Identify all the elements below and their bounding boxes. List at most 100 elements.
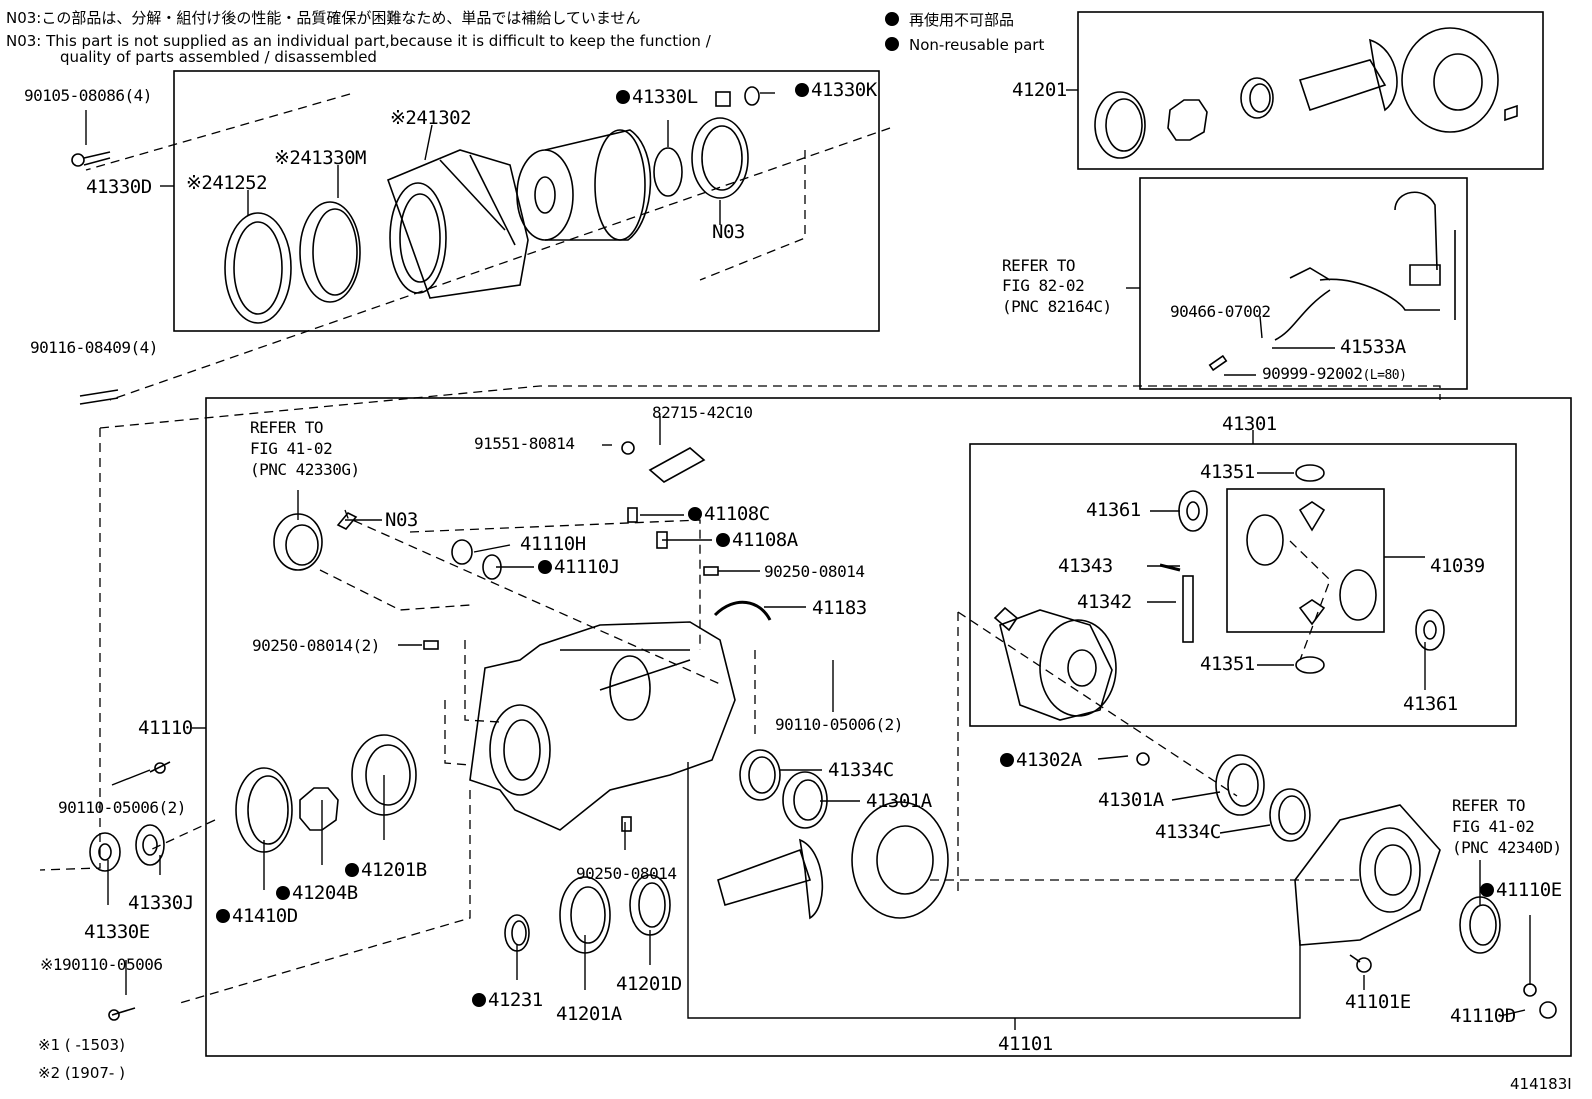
label-41330J: 41330J	[128, 892, 194, 914]
label-41101: 41101	[998, 1033, 1053, 1055]
label-41330D: 41330D	[86, 176, 152, 198]
part-rear-cover	[1294, 804, 1441, 946]
non-reusable-dot-icon	[1000, 753, 1014, 767]
part-41231	[504, 914, 530, 952]
part-41110E	[1459, 896, 1501, 954]
part-41183	[713, 600, 772, 621]
part-41201D	[629, 874, 671, 936]
part-valve	[715, 91, 731, 107]
label-41201A: 41201A	[556, 1003, 622, 1025]
part-housing-drum	[516, 129, 652, 241]
label-90110-a: 90110-05006(2)	[775, 715, 903, 734]
part-41201B	[351, 734, 417, 816]
part-41039-gears	[1246, 501, 1377, 626]
non-reusable-dot-icon	[795, 83, 809, 97]
label-41330K: 41330K	[795, 80, 877, 100]
non-reusable-dot-icon	[616, 90, 630, 104]
label-41201D: 41201D	[616, 973, 682, 995]
part-41361a	[1178, 490, 1208, 532]
part-41342	[1182, 575, 1194, 643]
label-82715: 82715-42C10	[652, 403, 753, 422]
label-41183: 41183	[812, 597, 867, 619]
label-N03b: N03	[385, 509, 418, 531]
label-41101E: 41101E	[1345, 991, 1411, 1013]
non-reusable-dot-icon	[538, 560, 552, 574]
label-N03a: N03	[712, 221, 745, 243]
part-41201A	[559, 876, 611, 954]
part-82715	[621, 441, 706, 483]
non-reusable-dot-icon	[688, 507, 702, 521]
part-90110-bolt-c	[108, 1007, 136, 1021]
frame-breather	[1139, 177, 1468, 390]
part-plugs	[423, 507, 719, 832]
frame-41301	[969, 443, 1517, 727]
frame-main-housing	[205, 397, 1572, 1057]
part-41361b	[1415, 609, 1445, 651]
label-41351-a: 41351	[1200, 461, 1255, 483]
non-reusable-dot-icon	[472, 993, 486, 1007]
part-41330K	[744, 86, 760, 106]
refer-41b-line1: REFER TO	[1452, 796, 1526, 815]
part-41330J	[135, 824, 165, 866]
label-90116: 90116-08409(4)	[30, 338, 158, 357]
part-41110D	[1523, 983, 1557, 1019]
part-diff-case	[993, 606, 1117, 721]
label-41334C-a: 41334C	[828, 759, 894, 781]
label-41110D: 41110D	[1450, 1005, 1516, 1027]
refer-41b-line2: FIG 41-02	[1452, 817, 1535, 836]
part-41330D-bolt	[71, 151, 111, 167]
part-N03-seal	[691, 117, 749, 199]
label-41201B: 41201B	[345, 860, 427, 880]
refer-82-line3: (PNC 82164C)	[1002, 297, 1112, 316]
label-41039: 41039	[1430, 555, 1485, 577]
label-41108C: 41108C	[688, 504, 770, 524]
part-41302A	[1136, 752, 1150, 766]
label-41110: 41110	[138, 717, 193, 739]
part-41351a	[1295, 464, 1325, 482]
label-41330L: 41330L	[616, 87, 698, 107]
part-41101E-bolt	[1349, 954, 1372, 973]
part-41301A-b	[1215, 754, 1265, 816]
label-41110J: 41110J	[538, 557, 620, 577]
figure-id: 414183I	[1510, 1075, 1572, 1093]
part-41302	[386, 149, 529, 299]
label-41110E: 41110E	[1480, 880, 1562, 900]
label-90110-c: ※190110-05006	[40, 955, 163, 974]
part-90116-stud	[79, 389, 119, 405]
part-ring-gear	[851, 801, 949, 919]
legend-en: Non-reusable part	[885, 37, 1044, 54]
non-reusable-dot-icon	[716, 533, 730, 547]
label-90466: 90466-07002	[1170, 302, 1271, 321]
part-41204B	[299, 787, 339, 831]
label-41330M: ※241330M	[274, 147, 367, 169]
part-41343	[1159, 563, 1181, 572]
part-41201-group	[1094, 27, 1518, 159]
label-41302A: 41302A	[1000, 750, 1082, 770]
footnote-2: ※2 (1907- )	[38, 1064, 125, 1082]
label-41301A-b: 41301A	[1098, 789, 1164, 811]
refer-41b-line3: (PNC 42340D)	[1452, 838, 1562, 857]
part-41334C-b	[1269, 788, 1311, 842]
label-41361-b: 41361	[1403, 693, 1458, 715]
label-41110H: 41110H	[520, 533, 586, 555]
frame-41201	[1077, 11, 1544, 170]
label-41301: 41301	[1222, 413, 1277, 435]
part-41351b	[1295, 656, 1325, 674]
refer-41a-line3: (PNC 42330G)	[250, 460, 360, 479]
part-41330L	[653, 147, 683, 197]
n03-note-jp: N03:この部品は、分解・組付け後の性能・品質確保が困難なため、単品では補給して…	[6, 9, 641, 27]
n03-note-en-2: quality of parts assembled / disassemble…	[60, 48, 377, 66]
part-41330E	[89, 832, 121, 872]
label-41302: ※241302	[390, 107, 472, 129]
n03-note-en-1: N03: This part is not supplied as an ind…	[6, 32, 711, 50]
label-41343: 41343	[1058, 555, 1113, 577]
label-90250-a: 90250-08014	[764, 562, 865, 581]
label-41330E: 41330E	[84, 921, 150, 943]
label-41334C-b: 41334C	[1155, 821, 1221, 843]
label-41351-b: 41351	[1200, 653, 1255, 675]
label-90250-c: 90250-08014	[576, 864, 677, 883]
refer-82-line2: FIG 82-02	[1002, 276, 1085, 295]
label-90250-b: 90250-08014(2)	[252, 636, 380, 655]
non-reusable-dot-icon	[276, 886, 290, 900]
label-41533A: 41533A	[1340, 336, 1406, 358]
